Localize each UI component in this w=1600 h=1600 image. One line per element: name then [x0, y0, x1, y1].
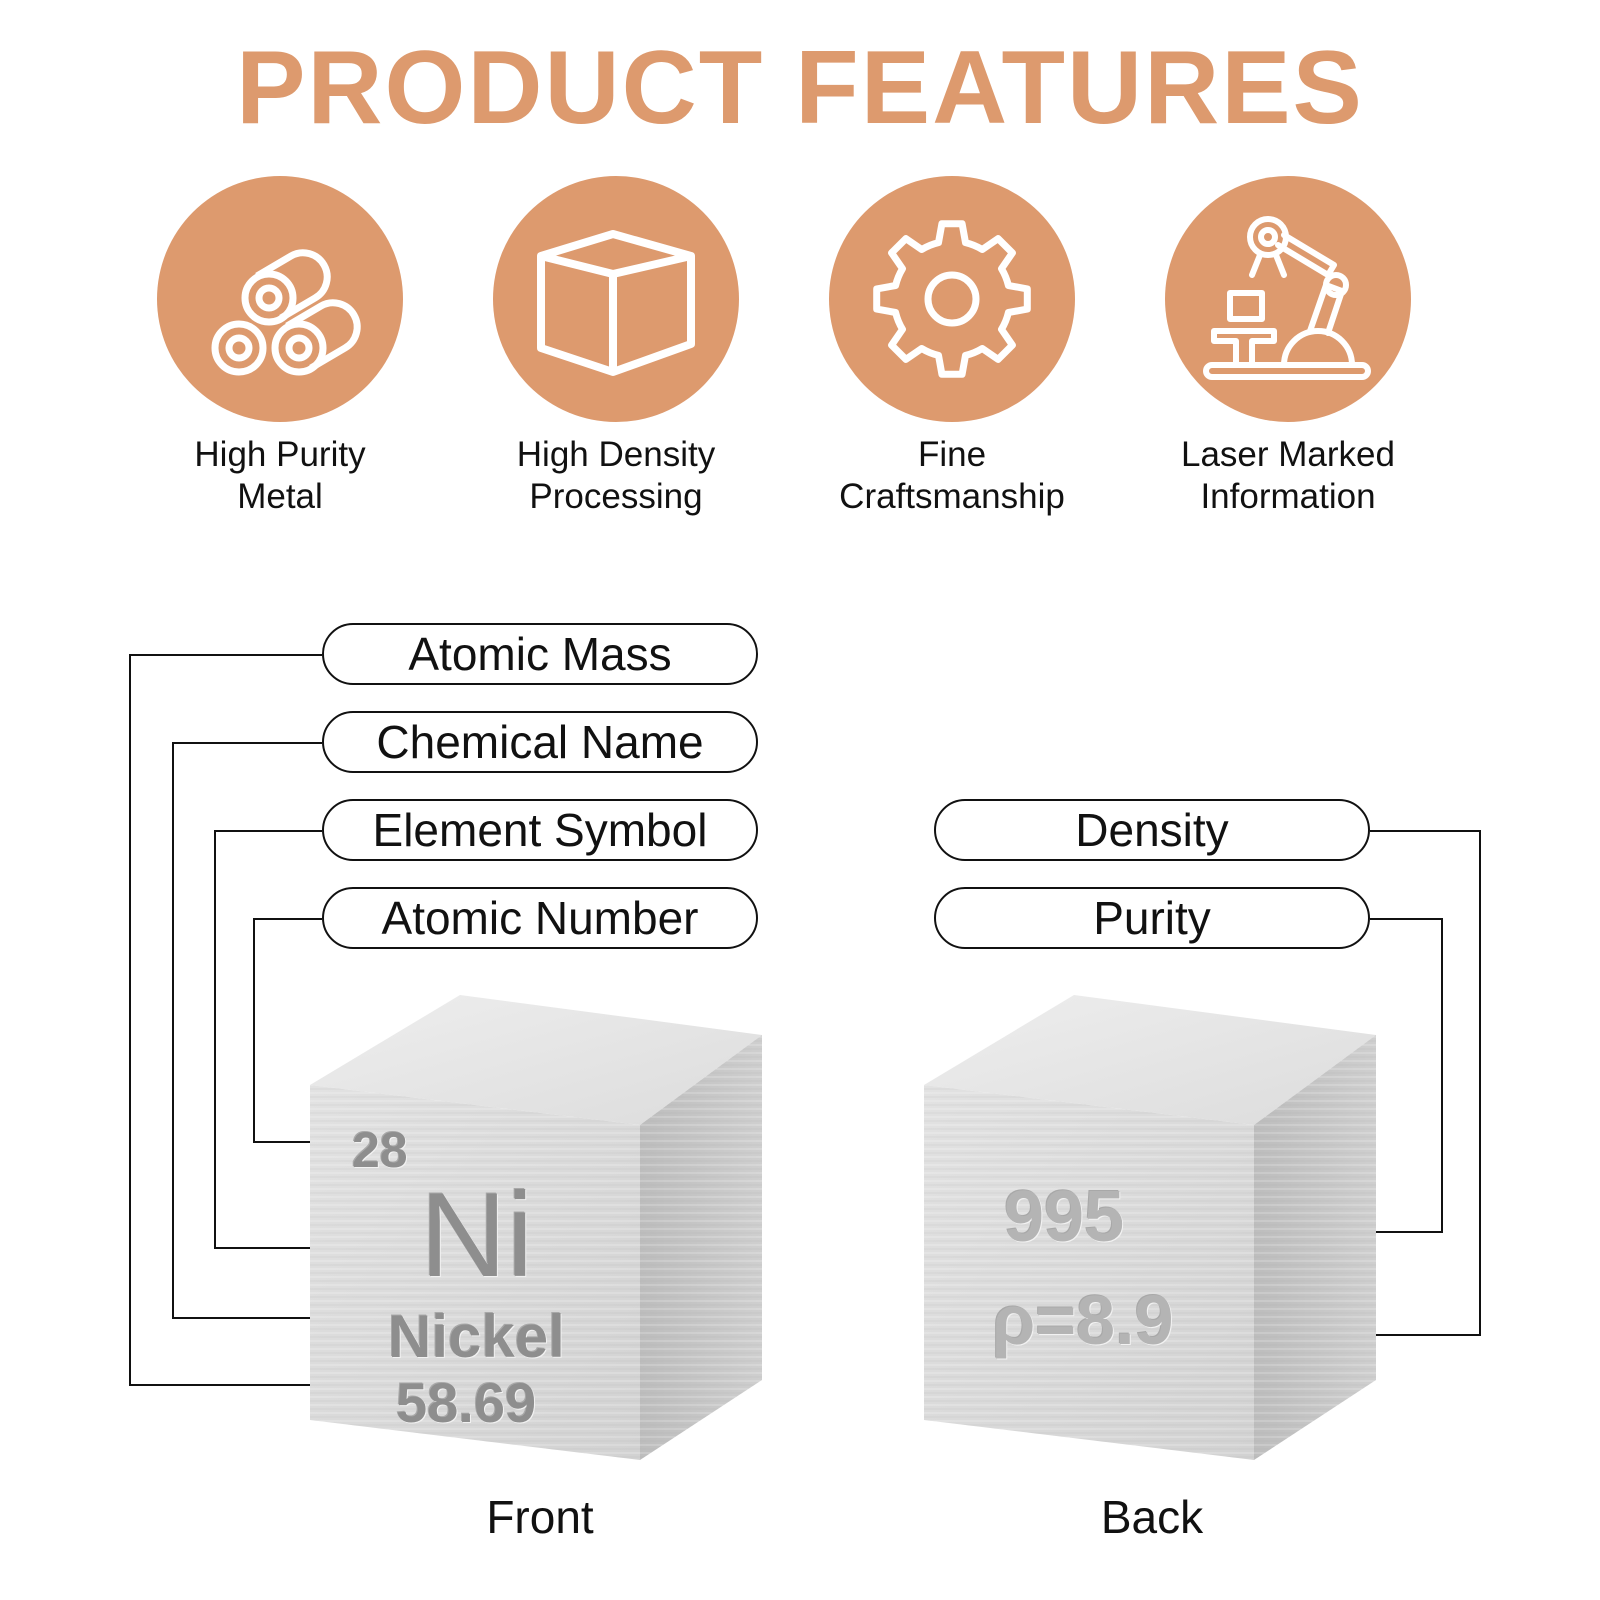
cube-icon — [537, 230, 695, 376]
label-element-symbol: Element Symbol — [322, 799, 758, 861]
feature-label: High Purity Metal — [194, 435, 366, 516]
gear-icon — [873, 220, 1031, 378]
robot-arm-icon — [1203, 216, 1371, 380]
feature-circle — [829, 176, 1075, 422]
feature-fine-craftsmanship: Fine Craftsmanship — [782, 176, 1122, 518]
front-cube: 28 Ni Nickel 58.69 — [310, 995, 780, 1465]
feature-circle — [157, 176, 403, 422]
label-density: Density — [934, 799, 1370, 861]
connector-atomic-number — [253, 918, 322, 1143]
atomic-mass-value: 58.69 — [396, 1371, 537, 1434]
feature-circle — [493, 176, 739, 422]
connector-atomic-mass — [129, 654, 322, 1386]
atomic-number-value: 28 — [352, 1122, 408, 1178]
element-symbol-value: Ni — [420, 1168, 534, 1302]
density-value: ρ=8.9 — [992, 1281, 1174, 1359]
feature-label: Fine Craftsmanship — [839, 435, 1065, 516]
purity-value: 995 — [1004, 1177, 1125, 1257]
feature-laser-marked-information: Laser Marked Information — [1118, 176, 1458, 518]
caption-front: Front — [486, 1491, 594, 1543]
label-atomic-number: Atomic Number — [322, 887, 758, 949]
connector-element-symbol — [214, 830, 322, 1249]
feature-high-density-processing: High Density Processing — [446, 176, 786, 518]
back-cube: 995 ρ=8.9 — [924, 995, 1394, 1465]
page-title: PRODUCT FEATURES — [236, 30, 1364, 146]
connector-chemical-name — [172, 742, 322, 1319]
feature-label: Laser Marked Information — [1181, 435, 1395, 516]
caption-back: Back — [1100, 1491, 1204, 1543]
metal-rolls-icon — [211, 249, 361, 376]
label-purity: Purity — [934, 887, 1370, 949]
back-cube-image — [924, 995, 1376, 1460]
label-chemical-name: Chemical Name — [322, 711, 758, 773]
feature-label: High Density Processing — [516, 435, 716, 516]
feature-high-purity-metal: High Purity Metal — [110, 176, 450, 518]
front-cube-image — [310, 995, 762, 1460]
label-atomic-mass: Atomic Mass — [322, 623, 758, 685]
feature-circle — [1165, 176, 1411, 422]
chemical-name-value: Nickel — [388, 1303, 565, 1370]
